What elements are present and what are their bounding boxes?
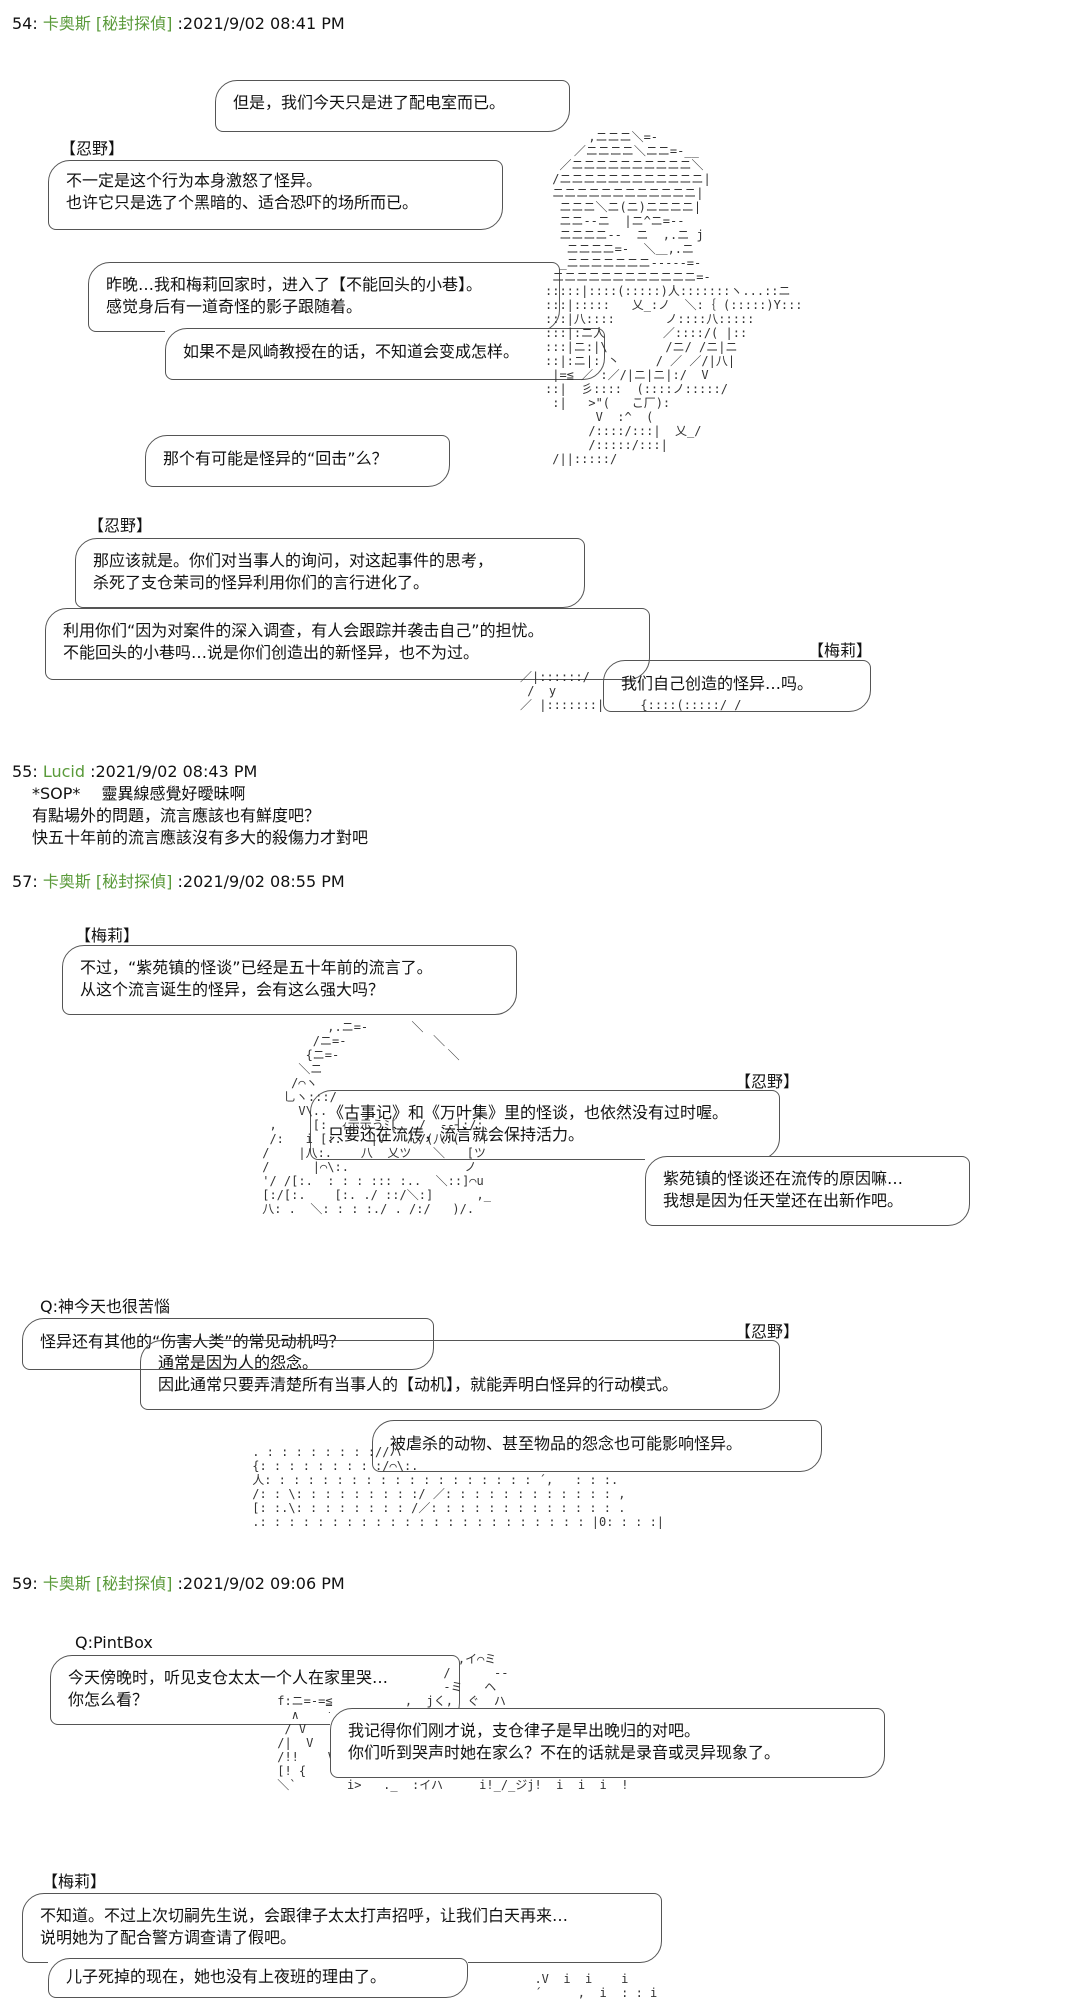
bubble-line: 怪异还有其他的“伤害人类”的常见动机吗？ [40, 1332, 345, 1351]
bubble-line: 感觉身后有一道奇怪的影子跟随着。 [106, 297, 363, 316]
post-number: 55: [12, 762, 38, 781]
post-header-55: 55: Lucid :2021/9/02 08:43 PM [12, 762, 257, 781]
bubble-line: 不能回头的小巷吗…说是你们创造出的新怪异，也不为过。 [63, 643, 480, 662]
speaker-label: 【忍野】 [60, 139, 125, 158]
ascii-art-fragment: ／|::::::/ / y ／ |:::::::| {::::(:::::/ / [520, 670, 742, 712]
ascii-art-fragment: .V i i i ´ , i : : i [534, 1972, 658, 2000]
bubble-line: 不一定是这个行为本身激怒了怪异。 [66, 171, 323, 190]
bubble-line: 杀死了支仓茉司的怪异利用你们的言行进化了。 [93, 573, 430, 592]
bubble-frame [75, 538, 585, 608]
speech-bubble: 那个有可能是怪异的“回击”么？ [145, 435, 450, 487]
poster-name[interactable]: Lucid [42, 762, 86, 781]
bubble-frame [48, 1958, 468, 1998]
ascii-art-character: ,イ⌒ミ / -- -ミ ヘ f:ニ=-=≦ , jく, ぐ ハ ∧ f / V… [277, 1652, 629, 1792]
bubble-line: 那个有可能是怪异的“回击”么？ [163, 449, 388, 468]
post-header-57: 57: 卡奥斯 [秘封探偵] :2021/9/02 08:55 PM [12, 868, 345, 892]
bubble-frame [645, 1156, 970, 1226]
speech-bubble: 通常是因为人的怨念。 因此通常只要弄清楚所有当事人的【动机】，就能弄明白怪异的行… [140, 1340, 780, 1410]
bubble-line: 我记得你们刚才说，支仓律子是早出晚归的对吧。 [348, 1721, 701, 1740]
post-date: :2021/9/02 08:43 PM [90, 762, 258, 781]
bubble-frame [165, 328, 605, 380]
ascii-art-character: ,.ニ=- ＼ /ニ=- ＼ {ニ=- ＼ ＼ニ /⌒ヽ 乚ヽ:::/ V\..… [262, 1020, 491, 1216]
bubble-line: 如果不是风崎教授在的话，不知道会变成怎样。 [183, 342, 520, 361]
poster-name[interactable]: 卡奥斯 [秘封探偵] [42, 872, 173, 891]
speech-bubble: 利用你们“因为对案件的深入调查，有人会跟踪并袭击自己”的担忧。 不能回头的小巷吗… [45, 608, 650, 680]
bubble-frame [330, 1708, 885, 1778]
post-date: :2021/9/02 08:55 PM [177, 872, 345, 891]
speech-bubble: 我记得你们刚才说，支仓律子是早出晚归的对吧。 你们听到哭声时她在家么？不在的话就… [330, 1708, 885, 1778]
speech-bubble: 昨晚…我和梅莉回家时，进入了【不能回头的小巷】。 感觉身后有一道奇怪的影子跟随着… [88, 262, 560, 332]
post-number: 54: [12, 14, 38, 33]
bubble-line: 你怎么看？ [68, 1690, 149, 1709]
speech-bubble: 被虐杀的动物、甚至物品的怨念也可能影响怪异。 [372, 1420, 822, 1472]
bubble-line: 《古事记》和《万叶集》里的怪谈，也依然没有过时喔。 [328, 1103, 729, 1122]
speaker-label: 【梅莉】 [42, 1872, 107, 1891]
speech-bubble: 如果不是风崎教授在的话，不知道会变成怎样。 [165, 328, 605, 380]
bubble-line: 说明她为了配合警方调查请了假吧。 [40, 1928, 297, 1947]
speaker-label: 【忍野】 [735, 1072, 800, 1091]
bubble-frame [603, 660, 871, 712]
bubble-frame [215, 80, 570, 132]
bubble-line: 被虐杀的动物、甚至物品的怨念也可能影响怪异。 [390, 1434, 743, 1453]
bubble-line: 只要还在流传，流言就会保持活力。 [328, 1125, 585, 1144]
bubble-line: 紫苑镇的怪谈还在流传的原因嘛… [663, 1169, 904, 1188]
bubble-line: 不过，“紫苑镇的怪谈”已经是五十年前的流言了。 [80, 958, 433, 977]
post-header-59: 59: 卡奥斯 [秘封探偵] :2021/9/02 09:06 PM [12, 1570, 345, 1594]
speech-bubble: 不一定是这个行为本身激怒了怪异。 也许它只是选了个黑暗的、适合恐吓的场所而已。 [48, 160, 503, 230]
bubble-frame [310, 1090, 780, 1160]
bubble-line: 从这个流言诞生的怪异，会有这么强大吗？ [80, 980, 385, 999]
speech-bubble: 今天傍晚时，听见支仓太太一个人在家里哭… 你怎么看？ [50, 1655, 460, 1725]
bubble-frame [48, 160, 503, 230]
bubble-line: 那应该就是。你们对当事人的询问，对这起事件的思考， [93, 551, 494, 570]
ascii-art-fragment: . : : : : : : : ://ハ {: : : : : : : : :/… [252, 1445, 665, 1529]
bubble-line: 你们听到哭声时她在家么？不在的话就是录音或灵异现象了。 [348, 1743, 781, 1762]
speech-bubble: 但是，我们今天只是进了配电室而已。 [215, 80, 570, 132]
post-date: :2021/9/02 09:06 PM [177, 1574, 345, 1593]
bubble-line: 因此通常只要弄清楚所有当事人的【动机】，就能弄明白怪异的行动模式。 [158, 1375, 679, 1394]
bubble-line: 通常是因为人的怨念。 [158, 1353, 319, 1372]
comment-line: 有點場外的問題，流言應該也有鮮度吧？ [32, 806, 321, 825]
poster-name[interactable]: 卡奥斯 [秘封探偵] [42, 14, 173, 33]
bubble-frame [22, 1318, 434, 1370]
bubble-frame [145, 435, 450, 487]
bubble-line: 我想是因为任天堂还在出新作吧。 [663, 1191, 904, 1210]
post-date: :2021/9/02 08:41 PM [177, 14, 345, 33]
bubble-frame [62, 945, 517, 1015]
bubble-frame [45, 608, 650, 680]
speech-bubble: 我们自己创造的怪异…吗。 [603, 660, 871, 712]
speech-bubble: 《古事记》和《万叶集》里的怪谈，也依然没有过时喔。 只要还在流传，流言就会保持活… [310, 1090, 780, 1160]
post-number: 59: [12, 1574, 38, 1593]
speech-bubble: 不知道。不过上次切嗣先生说，会跟律子太太打声招呼，让我们白天再来… 说明她为了配… [22, 1893, 662, 1963]
speaker-label: 【梅莉】 [75, 926, 140, 945]
bubble-frame [140, 1340, 780, 1410]
speech-bubble: 那应该就是。你们对当事人的询问，对这起事件的思考， 杀死了支仓茉司的怪异利用你们… [75, 538, 585, 608]
bubble-frame [50, 1655, 460, 1725]
bubble-line: 我们自己创造的怪异…吗。 [621, 674, 814, 693]
post-header-54: 54: 卡奥斯 [秘封探偵] :2021/9/02 08:41 PM [12, 10, 345, 34]
bubble-frame [372, 1420, 822, 1472]
speaker-label: 【忍野】 [88, 516, 153, 535]
speaker-label: 【梅莉】 [808, 641, 873, 660]
bubble-line: 儿子死掉的现在，她也没有上夜班的理由了。 [66, 1967, 387, 1986]
speaker-label: 【忍野】 [735, 1322, 800, 1341]
bubble-line: 也许它只是选了个黑暗的、适合恐吓的场所而已。 [66, 193, 419, 212]
speech-bubble: 不过，“紫苑镇的怪谈”已经是五十年前的流言了。 从这个流言诞生的怪异，会有这么强… [62, 945, 517, 1015]
speech-bubble: 怪异还有其他的“伤害人类”的常见动机吗？ [22, 1318, 434, 1370]
speech-bubble: 紫苑镇的怪谈还在流传的原因嘛… 我想是因为任天堂还在出新作吧。 [645, 1156, 970, 1226]
ascii-art-character: ,ニニニ＼=- ／ニニニニ＼ニニ=-__ ／ニニニニニニニニニニ＼ /ニニニニニ… [545, 130, 803, 466]
post-number: 57: [12, 872, 38, 891]
bubble-line: 但是，我们今天只是进了配电室而已。 [233, 93, 506, 112]
poster-name[interactable]: 卡奥斯 [秘封探偵] [42, 1574, 173, 1593]
bubble-line: 昨晚…我和梅莉回家时，进入了【不能回头的小巷】。 [106, 275, 483, 294]
bubble-line: 今天傍晚时，听见支仓太太一个人在家里哭… [68, 1668, 389, 1687]
comment-line: 快五十年前的流言應該沒有多大的殺傷力才對吧 [32, 828, 369, 847]
bubble-line: 不知道。不过上次切嗣先生说，会跟律子太太打声招呼，让我们白天再来… [40, 1906, 569, 1925]
question-label: Q:PintBox [75, 1633, 153, 1652]
question-label: Q:神今天也很苦惱 [40, 1297, 170, 1316]
bubble-line: 利用你们“因为对案件的深入调查，有人会跟踪并袭击自己”的担忧。 [63, 621, 544, 640]
comment-line: *SOP* 靈異線感覺好曖昧啊 [32, 784, 246, 803]
speech-bubble: 儿子死掉的现在，她也没有上夜班的理由了。 [48, 1958, 468, 1998]
